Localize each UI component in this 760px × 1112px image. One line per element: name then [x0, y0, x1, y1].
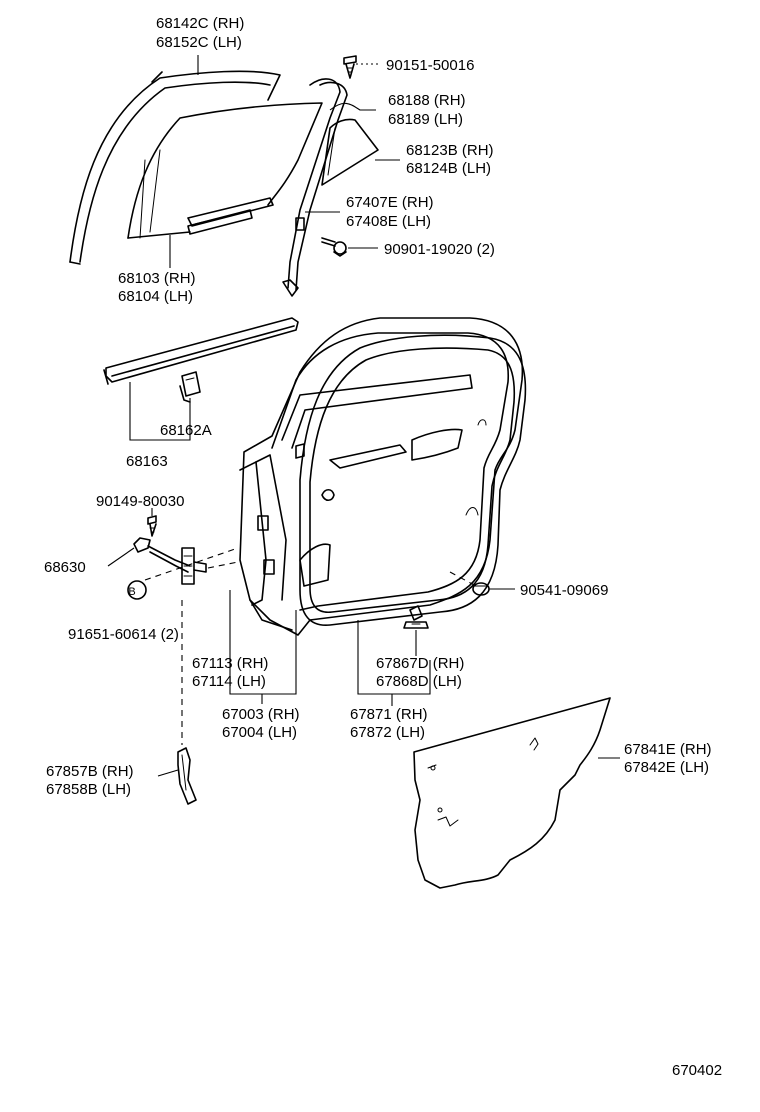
label-90151-50016: 90151-50016: [386, 57, 474, 74]
door-panel: [239, 317, 524, 636]
label-b-marker: B: [128, 586, 135, 598]
door-glass: [127, 102, 323, 239]
label-67872-lh: 67872 (LH): [350, 724, 425, 741]
label-68104-lh: 68104 (LH): [118, 288, 193, 305]
leader-68163: [129, 382, 191, 441]
label-67857b-rh: 67857B (RH): [46, 763, 134, 780]
label-67858b-lh: 67858B (LH): [46, 781, 131, 798]
label-68163: 68163: [126, 453, 168, 470]
label-68142c-rh: 68142C (RH): [156, 15, 244, 32]
leader-67003: [229, 590, 297, 695]
label-67867d-rh: 67867D (RH): [376, 655, 464, 672]
callout-b-marker: [127, 580, 147, 600]
label-68124b-lh: 68124B (LH): [406, 160, 491, 177]
leader-67857b: [157, 769, 179, 777]
callout-labels: 68142C (RH) 68152C (LH) 90151-50016 6818…: [44, 15, 722, 1079]
label-68189-lh: 68189 (LH): [388, 111, 463, 128]
leader-hinge-bolt: [207, 561, 239, 569]
label-67871-rh: 67871 (RH): [350, 706, 428, 723]
service-hole-cover: [413, 697, 611, 889]
label-67113-rh: 67113 (RH): [192, 655, 268, 672]
leader-90541-a: [449, 571, 477, 587]
bolt-90901: [321, 237, 347, 257]
label-68103-rh: 68103 (RH): [118, 270, 196, 287]
label-68630: 68630: [44, 559, 86, 576]
label-67841e-rh: 67841E (RH): [624, 741, 712, 758]
belt-moulding: [103, 317, 299, 385]
label-67114-lh: 67114 (LH): [192, 673, 266, 690]
label-68123b-rh: 68123B (RH): [406, 142, 494, 159]
label-91651-60614: 91651-60614 (2): [68, 626, 179, 643]
quarter-window-glass: [321, 118, 379, 186]
label-90901-19020: 90901-19020 (2): [384, 241, 495, 258]
moulding-67857b: [177, 747, 197, 805]
label-68188-rh: 68188 (RH): [388, 92, 466, 109]
label-67407e-rh: 67407E (RH): [346, 194, 434, 211]
leader-68188: [329, 102, 376, 111]
bolt-90149: [147, 515, 157, 537]
door-check-68630: [133, 537, 207, 585]
label-90541-09069: 90541-09069: [520, 582, 608, 599]
clip-67867d: [403, 605, 429, 629]
label-67868d-lh: 67868D (LH): [376, 673, 462, 690]
label-67408e-lh: 67408E (LH): [346, 213, 431, 230]
screw-top: [343, 55, 357, 79]
label-67004-lh: 67004 (LH): [222, 724, 297, 741]
label-90149-80030: 90149-80030: [96, 493, 184, 510]
label-68162a: 68162A: [160, 422, 212, 439]
leader-b-hinge: [144, 547, 239, 581]
leader-lines: [107, 55, 620, 777]
division-bar: [282, 78, 348, 297]
clip-68162a: [179, 371, 201, 403]
door-weatherstrip: [299, 334, 527, 626]
label-68152c-lh: 68152C (LH): [156, 34, 242, 51]
leader-68630: [107, 547, 135, 567]
hole-plug: [472, 582, 490, 596]
window-frame-moulding: [69, 70, 281, 265]
leader-67871: [357, 620, 431, 695]
label-67842e-lh: 67842E (LH): [624, 759, 709, 776]
figure-number: 670402: [672, 1062, 722, 1079]
label-67003-rh: 67003 (RH): [222, 706, 300, 723]
